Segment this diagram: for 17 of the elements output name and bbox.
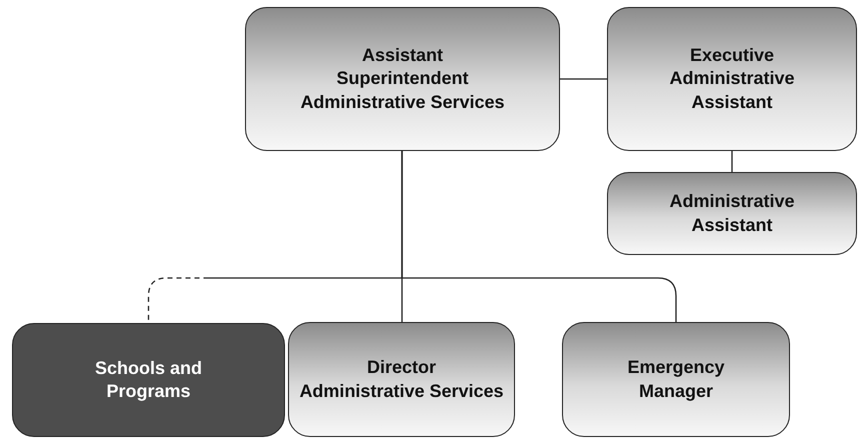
box-title: Schools and Programs <box>94 356 203 403</box>
org-box <box>607 172 857 255</box>
org-box <box>562 322 790 437</box>
connector-line <box>560 78 607 80</box>
box-title: Emergency Manager <box>626 356 726 403</box>
box-title: Administrative Assistant <box>668 190 796 236</box>
box-title: Assistant Superintendent <box>335 44 470 90</box>
org-box <box>607 7 857 151</box>
org-box <box>12 323 285 437</box>
connector-line <box>401 151 677 322</box>
box-title: Administrative Services <box>300 90 505 114</box>
org-box <box>245 7 560 151</box>
org-box <box>288 322 515 437</box>
connector-line <box>731 151 733 172</box>
box-title: Director <box>366 356 436 380</box>
box-title: Administrative Services <box>299 380 504 402</box>
box-title: Executive Administrative Assistant <box>668 44 796 114</box>
